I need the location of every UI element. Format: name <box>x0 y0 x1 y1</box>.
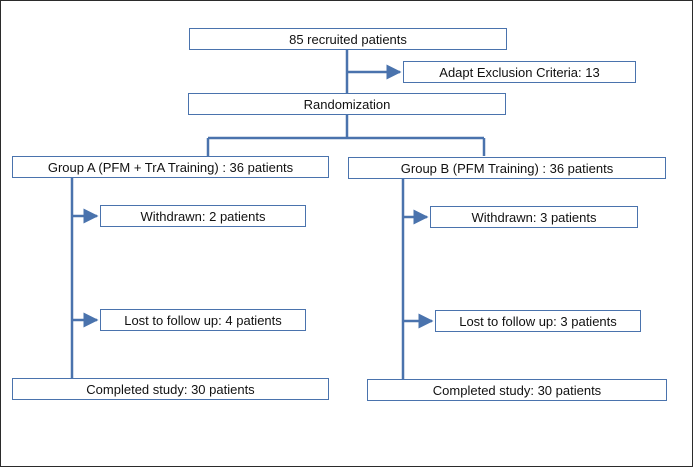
exclusion-criteria-box: Adapt Exclusion Criteria: 13 <box>403 61 636 83</box>
group-a-box: Group A (PFM + TrA Training) : 36 patien… <box>12 156 329 178</box>
group-b-withdrawn-box: Withdrawn: 3 patients <box>430 206 638 228</box>
group-a-lost-box: Lost to follow up: 4 patients <box>100 309 306 331</box>
recruited-patients-box: 85 recruited patients <box>189 28 507 50</box>
group-b-box: Group B (PFM Training) : 36 patients <box>348 157 666 179</box>
group-b-completed-box: Completed study: 30 patients <box>367 379 667 401</box>
randomization-box: Randomization <box>188 93 506 115</box>
group-a-completed-box: Completed study: 30 patients <box>12 378 329 400</box>
group-b-lost-box: Lost to follow up: 3 patients <box>435 310 641 332</box>
group-a-withdrawn-box: Withdrawn: 2 patients <box>100 205 306 227</box>
